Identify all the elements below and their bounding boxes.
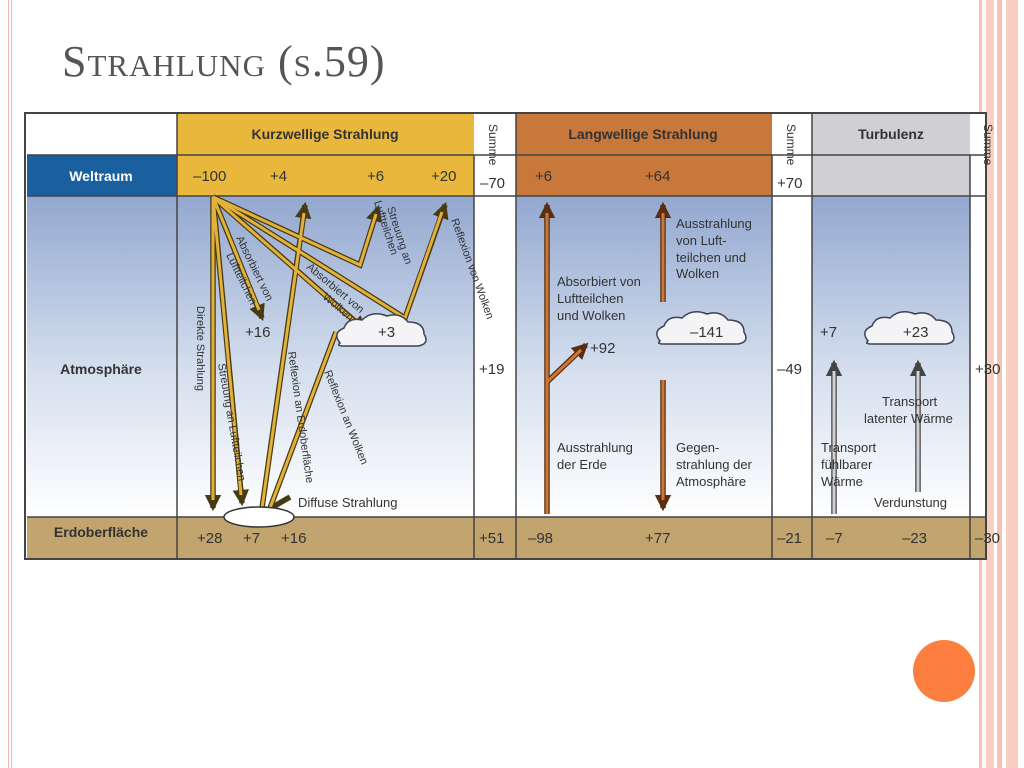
right-decor-stripe [997, 0, 1002, 768]
lw-atm-value: –141 [690, 324, 723, 341]
shortwave-space-cell [177, 155, 474, 196]
transport-fuehlbar-label: Transport [821, 440, 877, 455]
shortwave-header [177, 114, 474, 155]
cloud-icon-turbulence [864, 311, 955, 345]
lw-space-value: +64 [645, 168, 670, 185]
gegenstrahlung-label: Atmosphäre [676, 474, 746, 489]
ausstrahlung-erde-label: Ausstrahlung [557, 440, 633, 455]
longwave-space-cell [516, 155, 772, 196]
tu-atm-sum: +30 [975, 361, 1000, 378]
slide-title: Strahlung (s.59) [62, 37, 386, 86]
sw-atm-sum: +19 [479, 361, 504, 378]
cloud-icon-shortwave [336, 313, 427, 347]
ausstrahlung-luft-label: teilchen und [676, 250, 746, 265]
longwave-header-label: Langwellige Strahlung [568, 126, 717, 142]
transport-fuehlbar-label: Wärme [821, 474, 863, 489]
absorbiert-lw-label: und Wolken [557, 308, 625, 323]
turbulence-sum-label: Summe [981, 124, 995, 166]
tu-ground-sum: –30 [975, 530, 1000, 547]
longwave-sum-label: Summe [784, 124, 798, 166]
erdoberflaeche-row [27, 517, 985, 558]
orange-circle-decoration [913, 640, 975, 702]
shortwave-sum-header [474, 114, 516, 155]
lw-space-sum: +70 [777, 175, 802, 192]
lw-ground-value: +77 [645, 530, 670, 547]
longwave-atmosphere-cell [516, 196, 772, 517]
sw-space-value: +6 [367, 168, 384, 185]
turbulence-atmosphere-cell [812, 196, 970, 517]
lw-ground-value: –98 [528, 530, 553, 547]
sw-atm-value: +16 [245, 324, 270, 341]
verdunstung-label: Verdunstung [874, 495, 947, 510]
lw-atm-value: +92 [590, 340, 615, 357]
tu-atm-value: +23 [903, 324, 928, 341]
ground-spot [223, 506, 295, 528]
tu-ground-value: –7 [826, 530, 843, 547]
gegenstrahlung-label: strahlung der [676, 457, 753, 472]
sw-ground-value: +16 [281, 530, 306, 547]
ausstrahlung-luft-label: Ausstrahlung [676, 216, 752, 231]
sw-space-sum: –70 [480, 175, 505, 192]
cloud-icon-longwave [656, 311, 747, 345]
direkte-strahlung-label: Direkte Strahlung [194, 306, 206, 391]
turbulence-header [812, 114, 970, 155]
turbulence-arrows [832, 371, 920, 514]
ausstrahlung-luft-label: Wolken [676, 266, 719, 281]
weltraum-label: Weltraum [69, 168, 133, 184]
absorbiert-lw-label: Luftteilchen [557, 291, 624, 306]
sw-space-value: +20 [431, 168, 456, 185]
sw-ground-sum: +51 [479, 530, 504, 547]
sw-ground-value: +7 [243, 530, 260, 547]
transport-latent-label: Transport [882, 394, 938, 409]
gegenstrahlung-label: Gegen- [676, 440, 719, 455]
longwave-arrows [545, 213, 665, 514]
erdoberflaeche-label: Erdoberfläche [54, 524, 148, 540]
grid-lines [27, 114, 985, 558]
shortwave-header-label: Kurzwellige Strahlung [251, 126, 398, 142]
lw-atm-sum: –49 [777, 361, 802, 378]
lw-space-value: +6 [535, 168, 552, 185]
lw-ground-sum: –21 [777, 530, 802, 547]
ausstrahlung-erde-label: der Erde [557, 457, 607, 472]
sw-atm-value: +3 [378, 324, 395, 341]
transport-fuehlbar-label: fühlbarer [821, 457, 873, 472]
diffuse-strahlung-label: Diffuse Strahlung [298, 495, 398, 510]
right-decor-stripe [1006, 0, 1018, 768]
atmosphaere-label: Atmosphäre [60, 361, 142, 377]
ausstrahlung-luft-label: von Luft- [676, 233, 727, 248]
sw-space-value: –100 [193, 168, 226, 185]
transport-latent-label: latenter Wärme [864, 411, 953, 426]
left-decor-line [11, 0, 12, 768]
longwave-sum-header [772, 114, 812, 155]
weltraum-row-label-cell [27, 155, 177, 196]
longwave-header [516, 114, 772, 155]
left-decor-line [8, 0, 9, 768]
turbulence-sum-header [970, 114, 985, 155]
right-decor-stripe [986, 0, 994, 768]
turbulence-space-cell [812, 155, 970, 196]
tu-atm-value: +7 [820, 324, 837, 341]
turbulence-header-label: Turbulenz [858, 126, 924, 142]
tu-ground-value: –23 [902, 530, 927, 547]
absorbiert-lw-label: Absorbiert von [557, 274, 641, 289]
atmosphaere-row-label-cell [27, 196, 177, 517]
sw-space-value: +4 [270, 168, 287, 185]
sw-ground-value: +28 [197, 530, 222, 547]
shortwave-sum-label: Summe [486, 124, 500, 166]
